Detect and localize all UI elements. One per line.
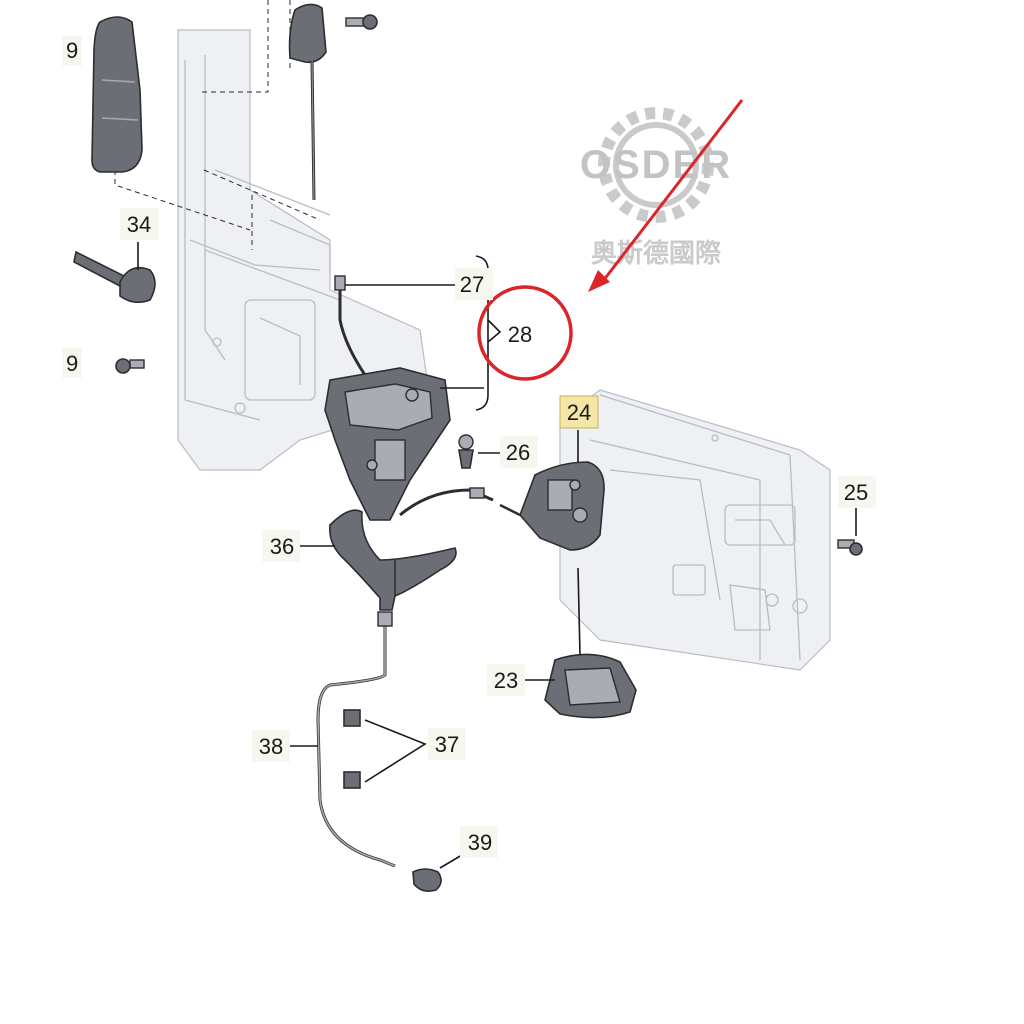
callout-25-text: 25 <box>844 480 868 505</box>
screw-left <box>115 358 145 374</box>
callout-28: 28 <box>508 322 532 347</box>
cable-clips <box>343 709 361 789</box>
cut-label-top-text: 9 <box>66 38 78 63</box>
callout-38-text: 38 <box>259 734 283 759</box>
annotation-arrow <box>598 99 744 286</box>
callout-26-text: 26 <box>506 440 530 465</box>
door-lock-actuator <box>324 275 494 521</box>
leader-lines <box>137 242 857 869</box>
bolt-25 <box>837 539 863 556</box>
gear-icon <box>598 107 714 223</box>
callout-26: 26 <box>500 436 538 468</box>
callout-24-text: 24 <box>567 400 591 425</box>
callout-38: 38 <box>252 730 290 762</box>
clip-26 <box>458 434 474 469</box>
clip-34 <box>73 250 156 304</box>
callout-39: 39 <box>460 826 498 858</box>
callout-34-text: 34 <box>127 212 151 237</box>
cut-label-mid-text: 9 <box>66 351 78 376</box>
arrowhead-icon <box>588 270 610 292</box>
callout-39-text: 39 <box>468 830 492 855</box>
cable-end-cap <box>412 868 442 892</box>
cut-label-top: 9 <box>62 36 82 66</box>
callout-37: 37 <box>428 728 466 760</box>
screw-top <box>345 14 378 30</box>
door-frame-panel <box>177 29 431 471</box>
latch-cover <box>544 653 637 719</box>
release-lever <box>288 3 327 201</box>
door-handle <box>91 16 143 173</box>
door-latch <box>499 461 605 551</box>
watermark-brand: OSDER <box>580 143 732 187</box>
callout-34: 34 <box>120 208 158 240</box>
cable-bracket <box>328 509 457 611</box>
red-annotation <box>477 99 744 381</box>
callout-37-text: 37 <box>435 732 459 757</box>
callout-27: 27 <box>455 268 493 300</box>
callout-36: 36 <box>262 530 300 562</box>
watermark-chinese: 奥斯德國際 <box>591 238 721 269</box>
callout-36-text: 36 <box>270 534 294 559</box>
callout-25: 25 <box>838 476 876 508</box>
cut-label-mid: 9 <box>62 348 82 378</box>
callout-23: 23 <box>487 664 525 696</box>
callout-24: 24 <box>559 395 599 429</box>
callout-28-text: 28 <box>508 322 532 347</box>
b-pillar-panel <box>559 389 831 671</box>
release-cable <box>316 611 396 868</box>
callout-23-text: 23 <box>494 668 518 693</box>
callout-27-text: 27 <box>460 272 484 297</box>
watermark: OSDER 奥斯德國際 <box>580 107 732 269</box>
highlight-circle <box>477 285 573 381</box>
